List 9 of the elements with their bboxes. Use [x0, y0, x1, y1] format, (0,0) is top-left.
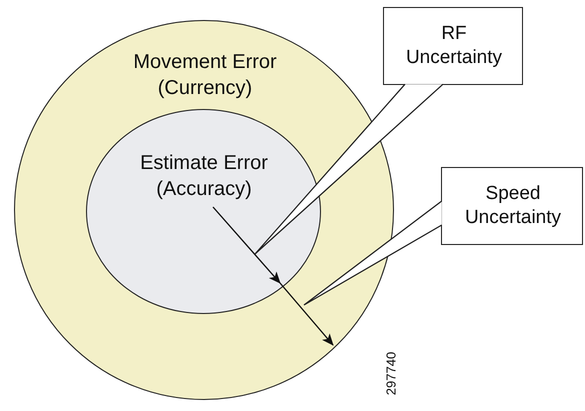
callout-text: Speed Uncertainty: [464, 182, 562, 230]
leader-line: [254, 84, 444, 255]
callout-text: RF Uncertainty: [404, 22, 504, 70]
callout-box: [441, 167, 583, 245]
leader-line: [303, 200, 442, 306]
callout-box: [383, 7, 523, 85]
region-label: Movement Error (Currency): [132, 50, 278, 101]
region-label: Estimate Error (Accuracy): [139, 151, 269, 202]
figure-number: 297740: [384, 350, 398, 398]
